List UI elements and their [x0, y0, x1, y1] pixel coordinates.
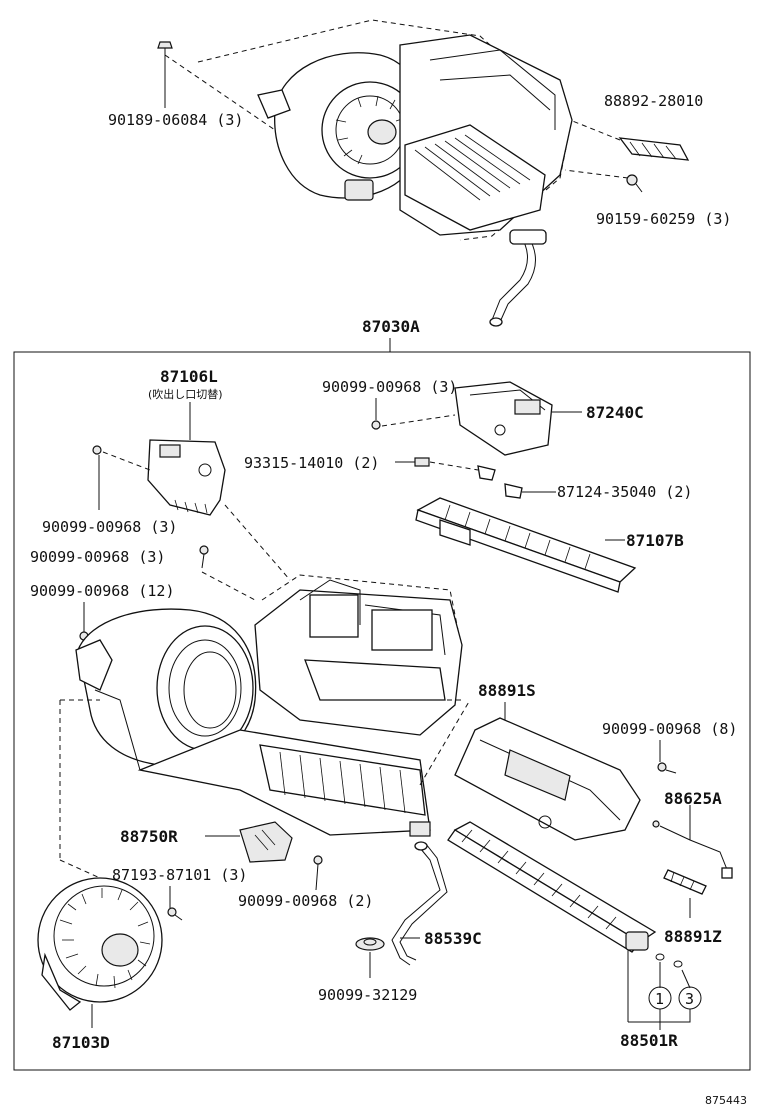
clip-icon — [477, 465, 496, 481]
screw-icon — [167, 907, 183, 921]
thermistor-icon — [652, 805, 733, 879]
label-90099-b: 90099-00968 (3) — [322, 378, 457, 396]
screw-icon — [199, 545, 209, 569]
label-88501R: 88501R — [620, 1031, 678, 1050]
sensor-bracket-icon — [663, 869, 707, 895]
screw-icon — [92, 445, 102, 510]
o-ring-icon — [655, 953, 683, 968]
label-88892: 88892-28010 — [604, 92, 703, 110]
screw-icon — [657, 762, 677, 774]
label-87107B: 87107B — [626, 531, 684, 550]
label-88891S: 88891S — [478, 681, 536, 700]
label-90099-d: 90099-00968 (12) — [30, 582, 175, 600]
main-hvac-unit — [75, 574, 463, 837]
heater-core-icon — [415, 497, 637, 593]
label-93315: 93315-14010 (2) — [244, 454, 379, 472]
label-90099-f: 90099-00968 (2) — [238, 892, 373, 910]
label-88539C: 88539C — [424, 929, 482, 948]
screw-icon — [626, 174, 643, 193]
drain-hose-icon — [391, 841, 448, 966]
clip-icon — [504, 483, 523, 499]
evaporator-icon — [447, 821, 657, 953]
screw-icon — [371, 420, 381, 430]
label-87030A: 87030A — [362, 317, 420, 336]
callout-1-text: 1 — [655, 990, 664, 1008]
bolt-icon — [157, 41, 173, 58]
label-90189: 90189-06084 (3) — [108, 111, 243, 129]
callout-3-text: 3 — [685, 990, 694, 1008]
screw-icon — [414, 457, 430, 467]
label-87106L-note: (吹出し口切替) — [148, 387, 223, 401]
label-87193: 87193-87101 (3) — [112, 866, 247, 884]
evaporator-case-icon — [454, 717, 641, 841]
grommet-icon — [355, 937, 385, 951]
top-heater-unit — [197, 19, 573, 327]
label-90159: 90159-60259 (3) — [596, 210, 731, 228]
label-90099-e: 90099-00968 (8) — [602, 720, 737, 738]
blower-resistor-icon — [239, 821, 293, 863]
label-88891Z: 88891Z — [664, 927, 722, 946]
assembly-frame — [13, 351, 751, 1071]
label-88750R: 88750R — [120, 827, 178, 846]
mode-actuator-icon — [147, 439, 226, 516]
label-87240C: 87240C — [586, 403, 644, 422]
damper-actuator-icon — [454, 381, 553, 456]
blower-motor-icon — [37, 877, 163, 1011]
label-87103D: 87103D — [52, 1033, 110, 1052]
label-87124: 87124-35040 (2) — [557, 483, 692, 501]
label-88625A: 88625A — [664, 789, 722, 808]
screw-icon — [313, 855, 323, 891]
label-90099-c: 90099-00968 (3) — [30, 548, 165, 566]
label-90099-a: 90099-00968 (3) — [42, 518, 177, 536]
label-90099-g: 90099-32129 — [318, 986, 417, 1004]
diagram-number: 875443 — [705, 1094, 747, 1107]
vent-duct-icon — [618, 137, 690, 161]
label-87106L: 87106L — [160, 367, 218, 386]
